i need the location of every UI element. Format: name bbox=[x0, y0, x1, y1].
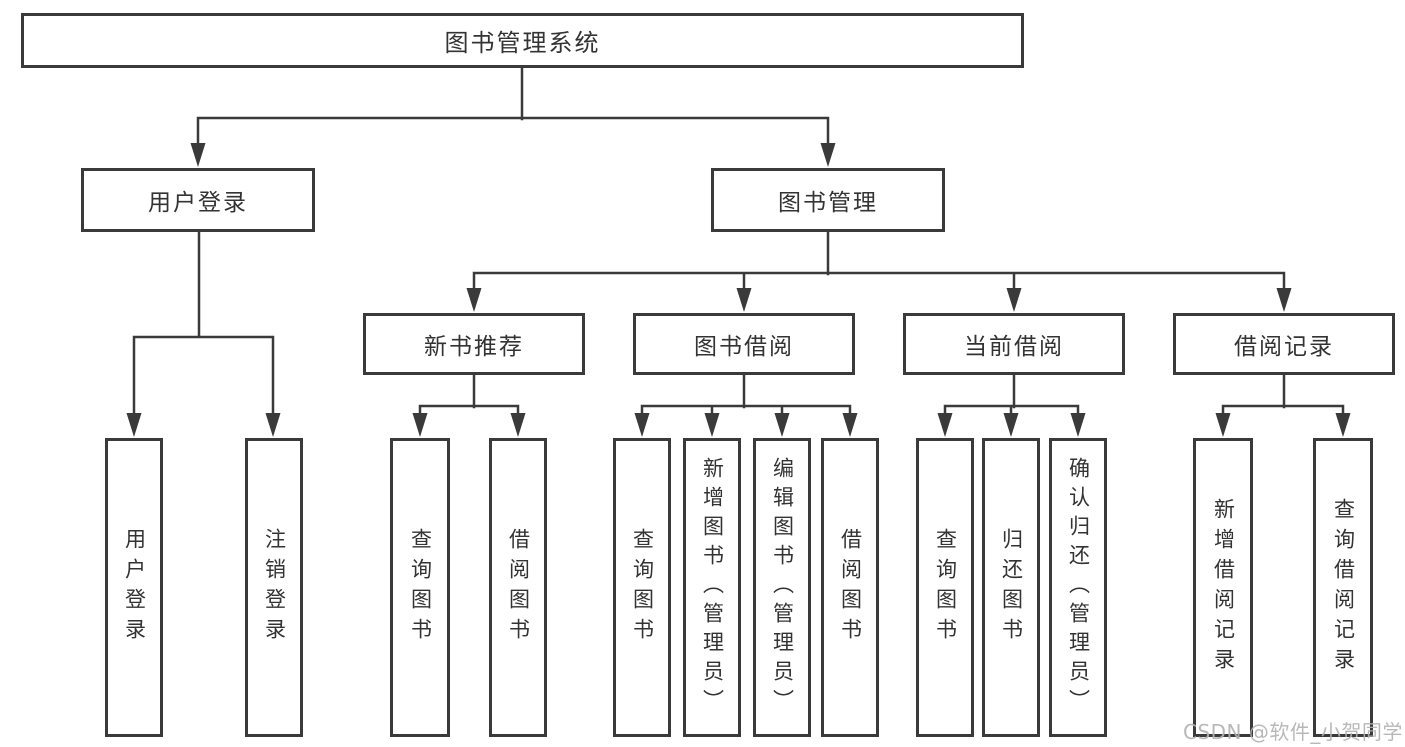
leaf-user-login: 用户登录 bbox=[105, 438, 163, 737]
leaf-borrow-borrow-book: 借阅图书 bbox=[821, 438, 879, 737]
node-label: 新增图书（管理员） bbox=[700, 457, 725, 718]
node-label: 注销登录 bbox=[262, 527, 287, 648]
node-label: 查询图书 bbox=[408, 527, 433, 648]
leaf-current-confirm-return-admin: 确认归还（管理员） bbox=[1049, 438, 1107, 737]
node-label: 图书管理 bbox=[778, 190, 878, 216]
leaf-current-query-book: 查询图书 bbox=[916, 438, 974, 737]
node-label: 归还图书 bbox=[999, 527, 1024, 648]
leaf-recommend-borrow-book: 借阅图书 bbox=[489, 438, 547, 737]
node-label: 新书推荐 bbox=[424, 334, 524, 360]
node-label: 借阅记录 bbox=[1234, 334, 1334, 360]
leaf-records-query-record: 查询借阅记录 bbox=[1313, 438, 1373, 737]
leaf-borrow-edit-book-admin: 编辑图书（管理员） bbox=[753, 438, 811, 737]
watermark: CSDN @软件_小贺同学 bbox=[1183, 720, 1403, 744]
node-library-system: 图书管理系统 bbox=[21, 13, 1024, 68]
node-label: 新增借阅记录 bbox=[1211, 497, 1236, 678]
node-label: 借阅图书 bbox=[506, 527, 531, 648]
node-label: 确认归还（管理员） bbox=[1066, 457, 1091, 718]
node-label: 查询图书 bbox=[630, 527, 655, 648]
node-new-book-recommend: 新书推荐 bbox=[363, 313, 585, 375]
node-label: 查询借阅记录 bbox=[1331, 497, 1356, 678]
node-label: 图书借阅 bbox=[694, 334, 794, 360]
node-label: 借阅图书 bbox=[838, 527, 863, 648]
node-user-login-branch: 用户登录 bbox=[81, 168, 315, 232]
leaf-current-return-book: 归还图书 bbox=[982, 438, 1040, 737]
leaf-records-add-record: 新增借阅记录 bbox=[1193, 438, 1253, 737]
node-book-borrow: 图书借阅 bbox=[633, 313, 855, 375]
node-label: 图书管理系统 bbox=[444, 29, 601, 57]
node-borrow-records: 借阅记录 bbox=[1173, 313, 1395, 375]
node-label: 查询图书 bbox=[933, 527, 958, 648]
leaf-borrow-query-book: 查询图书 bbox=[613, 438, 671, 737]
node-label: 用户登录 bbox=[148, 190, 248, 216]
leaf-logout: 注销登录 bbox=[245, 438, 303, 737]
node-label: 编辑图书（管理员） bbox=[770, 457, 795, 718]
node-label: 当前借阅 bbox=[964, 334, 1064, 360]
node-book-management: 图书管理 bbox=[711, 168, 945, 232]
leaf-recommend-query-book: 查询图书 bbox=[390, 438, 450, 737]
node-current-borrow: 当前借阅 bbox=[903, 313, 1125, 375]
leaf-borrow-add-book-admin: 新增图书（管理员） bbox=[683, 438, 741, 737]
node-label: 用户登录 bbox=[122, 527, 147, 648]
